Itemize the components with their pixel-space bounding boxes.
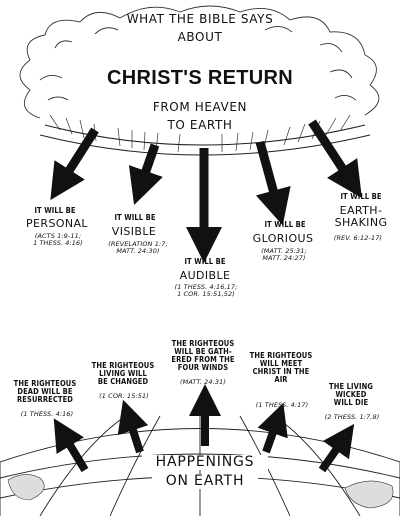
earth-label-line1: HAPPENINGS bbox=[142, 454, 268, 471]
arrow-resurrected bbox=[53, 418, 89, 473]
happening-ref: (1 COR. 15:51) bbox=[99, 392, 149, 400]
happening-text: THE RIGHTEOUS DEAD WILL BE RESURRECTED bbox=[13, 379, 77, 405]
header-sub1: FROM HEAVEN bbox=[152, 100, 248, 114]
landmass-shapes bbox=[7, 474, 394, 509]
item-pre: IT WILL BE bbox=[34, 206, 76, 215]
item-ref: (ACTS 1:9-11; 1 THESS. 4:16) bbox=[33, 232, 83, 248]
item-key: EARTH- SHAKING bbox=[334, 204, 388, 229]
item-pre: IT WILL BE bbox=[340, 192, 382, 201]
item-ref: (REV. 6:12-17) bbox=[333, 234, 383, 242]
item-key: PERSONAL bbox=[26, 217, 88, 230]
item-key: AUDIBLE bbox=[179, 269, 231, 282]
header-line2: ABOUT bbox=[177, 30, 223, 44]
item-pre: IT WILL BE bbox=[114, 213, 156, 222]
happening-text: THE RIGHTEOUS WILL MEET CHRIST IN THE AI… bbox=[249, 351, 313, 385]
bottom-arrows bbox=[53, 384, 355, 473]
arrow-meet bbox=[257, 402, 288, 454]
happening-text: THE RIGHTEOUS WILL BE GATH- ERED FROM TH… bbox=[171, 339, 235, 373]
item-ref: (REVELATION 1:7; MATT. 24:30) bbox=[108, 240, 168, 256]
earth-label-line2: ON EARTH bbox=[152, 473, 258, 490]
item-ref: (1 THESS. 4:16,17; 1 COR. 15:51,52) bbox=[174, 283, 238, 299]
item-key: GLORIOUS bbox=[252, 232, 314, 245]
item-pre: IT WILL BE bbox=[264, 220, 306, 229]
happening-text: THE RIGHTEOUS LIVING WILL BE CHANGED bbox=[91, 361, 155, 387]
header-sub2: TO EARTH bbox=[167, 118, 233, 132]
happening-text: THE LIVING WICKED WILL DIE bbox=[329, 382, 373, 408]
happening-ref: (1 THESS. 4:17) bbox=[255, 401, 309, 409]
top-arrows bbox=[50, 119, 362, 263]
arrow-earth-shaking bbox=[308, 119, 362, 199]
arrow-die bbox=[318, 423, 355, 473]
item-pre: IT WILL BE bbox=[184, 257, 226, 266]
cloud-illustration bbox=[19, 5, 380, 119]
item-ref: (MATT. 25:31; MATT. 24:27) bbox=[261, 247, 307, 263]
page-title: CHRIST'S RETURN bbox=[107, 67, 293, 89]
arrow-glorious bbox=[255, 140, 291, 226]
item-key: VISIBLE bbox=[111, 225, 157, 238]
happening-ref: (1 THESS. 4:16) bbox=[20, 410, 74, 418]
arrow-visible bbox=[128, 143, 163, 205]
arrow-personal bbox=[50, 127, 99, 201]
header-line1: WHAT THE BIBLE SAYS bbox=[126, 12, 274, 26]
happening-ref: (MATT. 24:31) bbox=[180, 378, 226, 386]
arrow-changed bbox=[117, 399, 149, 454]
happening-ref: (2 THESS. 1:7,8) bbox=[324, 413, 380, 421]
